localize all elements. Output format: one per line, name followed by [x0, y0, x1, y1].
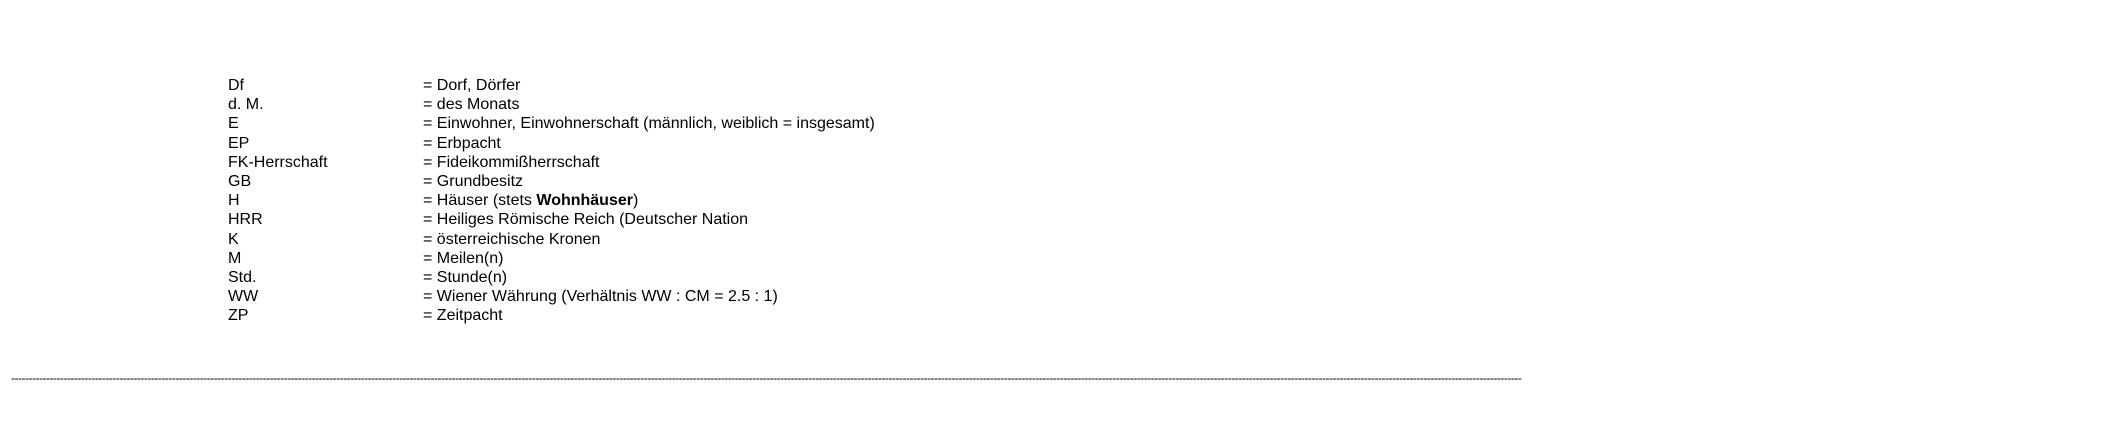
- abbreviation: WW: [228, 288, 259, 306]
- abbreviation: HRR: [228, 211, 263, 229]
- abbreviation: GB: [228, 172, 252, 190]
- definition: = Häuser (stets Wohnhäuser): [423, 191, 638, 210]
- abbreviation: E: [228, 115, 239, 133]
- definition: = Meilen(n): [423, 249, 504, 267]
- definition: = Grundbesitz: [423, 172, 524, 190]
- abbreviation: Std.: [228, 268, 257, 286]
- abbreviation: EP: [228, 134, 250, 152]
- definition: = Heiliges Römische Reich (Deutscher Nat…: [423, 211, 749, 229]
- abbreviation: H: [228, 192, 240, 210]
- definition: = Wiener Währung (Verhältnis WW : CM = 2…: [423, 288, 778, 306]
- abbreviation: K: [228, 230, 239, 248]
- definition: = Stunde(n): [423, 268, 508, 286]
- abbreviation: M: [228, 249, 242, 267]
- abbreviation: FK-Herrschaft: [228, 153, 328, 171]
- definition-bold: Wohnhäuser: [536, 192, 633, 210]
- definition: = Fideikommißherrschaft: [423, 153, 600, 171]
- abbreviation: Df: [228, 77, 244, 94]
- definition: = österreichische Kronen: [423, 230, 601, 248]
- definition: = des Monats: [423, 96, 520, 114]
- definition-after: ): [632, 192, 639, 210]
- definition: = Erbpacht: [423, 134, 501, 152]
- abbreviation: ZP: [228, 307, 249, 325]
- definition: = Dorf, Dörfer: [423, 77, 521, 94]
- definition: = Zeitpacht: [423, 307, 503, 325]
- definition-text: = Häuser (stets: [423, 192, 537, 210]
- dashed-separator: ----------------------------------------…: [11, 372, 1522, 384]
- abbreviation: d. M.: [228, 96, 264, 114]
- definition: = Einwohner, Einwohnerschaft (männlich, …: [423, 115, 875, 133]
